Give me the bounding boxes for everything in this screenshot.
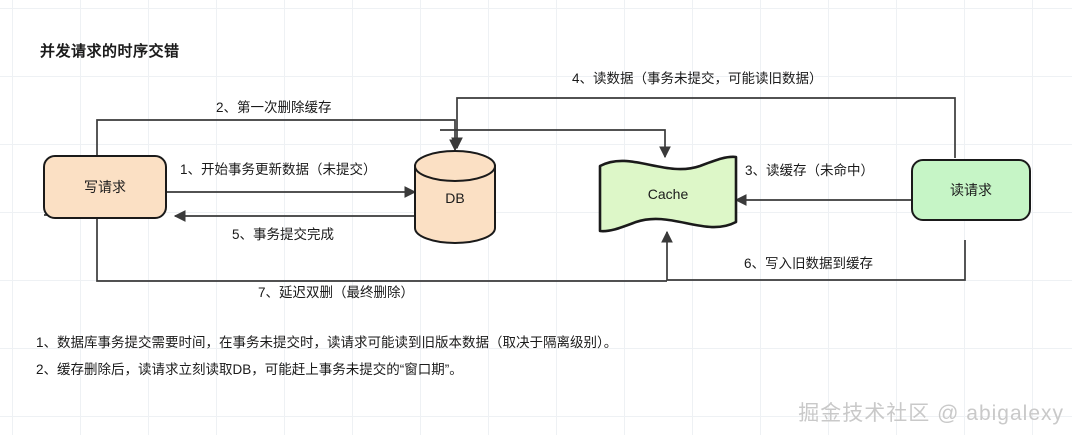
note-1: 1、数据库事务提交需要时间，在事务未提交时，读请求可能读到旧版本数据（取决于隔离…: [36, 335, 618, 350]
note-2: 2、缓存删除后，读请求立刻读取DB，可能赶上事务未提交的“窗口期”。: [36, 362, 463, 377]
edge-label-4: 4、读数据（事务未提交，可能读旧数据）: [572, 71, 823, 86]
node-cache[interactable]: [598, 155, 738, 233]
edge-label-3: 3、读缓存（未命中）: [745, 163, 875, 178]
edge-label-6: 6、写入旧数据到缓存: [744, 256, 874, 271]
edge-label-7: 7、延迟双删（最终删除）: [258, 285, 415, 300]
connector-db-to-cache-top: [440, 129, 671, 159]
edge-label-1: 1、开始事务更新数据（未提交）: [180, 162, 377, 177]
page-title: 并发请求的时序交错: [40, 43, 180, 60]
edge-label-2: 2、第一次删除缓存: [216, 100, 332, 115]
watermark: 掘金技术社区 @ abigalexy: [798, 402, 1064, 425]
connector-4-read-data-from-db: [451, 97, 956, 158]
node-write-request[interactable]: [43, 155, 167, 219]
connector-7-delayed-double-delete: [44, 214, 667, 282]
connector-6-write-stale-to-cache: [661, 230, 966, 281]
edge-label-5: 5、事务提交完成: [232, 227, 335, 242]
node-read-request[interactable]: [911, 159, 1031, 221]
node-db[interactable]: [414, 150, 496, 244]
